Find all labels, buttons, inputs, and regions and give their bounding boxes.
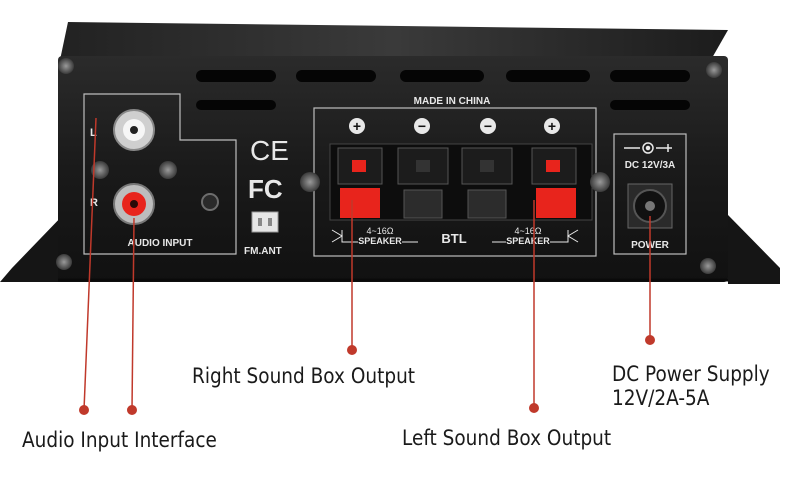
ce-mark: CE [250,135,289,166]
vent-slots [196,70,690,110]
label-ohm-left: 4~16Ω [367,226,394,236]
rca-jack-icon [113,109,155,151]
rca-jack-icon [113,183,155,225]
callout-audio-input: Audio Input Interface [22,428,217,452]
aux-jack-icon [201,193,219,211]
callout-dc-supply: DC Power Supply 12V/2A-5A [612,362,770,410]
audio-input-outline [83,93,237,255]
chassis-top [60,22,728,60]
leader-dots [79,335,655,415]
label-right: R [90,197,98,209]
label-btl: BTL [441,231,466,246]
callout-dc-supply-line1: DC Power Supply [612,362,770,386]
label-ohm-right: 4~16Ω [515,226,542,236]
leader-lines [83,117,651,411]
label-made-in: MADE IN CHINA [414,96,491,107]
polarity-plus-1: + [353,118,361,134]
dc-jack-icon [627,183,673,229]
fc-mark: FC [248,174,283,204]
callout-dc-supply-line2: 12V/2A-5A [612,386,710,411]
screw-icon [56,58,722,274]
screw-icon [300,172,610,192]
right-flange [728,215,780,284]
callout-left-output: Left Sound Box Output [402,426,612,450]
polarity-minus-1: − [418,118,426,134]
callout-right-output: Right Sound Box Output [192,364,416,388]
label-speaker-right: SPEAKER [506,236,550,246]
label-speaker-left: SPEAKER [358,236,402,246]
polarity-icon [349,118,560,134]
polarity-minus-2: − [484,118,492,134]
speaker-clip-icon [329,143,593,221]
screw-icon [91,161,177,179]
left-flange [0,212,66,282]
label-audio-input: AUDIO INPUT [128,238,193,249]
label-fm-ant: FM.ANT [244,246,282,257]
fm-antenna-connector [251,211,279,233]
label-left: L [90,127,97,139]
label-dc-rating: DC 12V/3A [625,160,676,171]
polarity-plus-2: + [548,118,556,134]
dc-polarity-icon [624,142,672,154]
